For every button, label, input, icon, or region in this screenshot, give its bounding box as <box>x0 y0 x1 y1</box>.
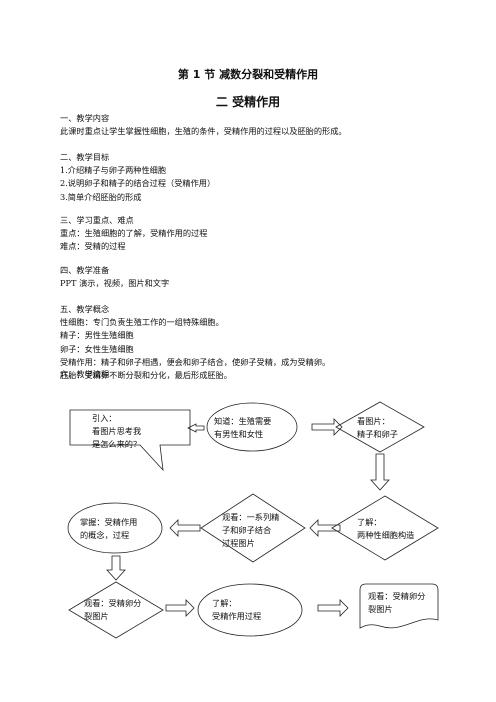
flow-node-watch-series-shape <box>200 493 306 563</box>
section-heading: 四、教学准备 <box>60 265 110 275</box>
flow-arrow <box>370 453 390 491</box>
section-goals: 二、教学目标 1.介绍精子与卵子两种性细胞 2.说明卵子和精子的结合过程（受精作… <box>60 151 460 204</box>
flow-arrow <box>309 519 341 537</box>
chapter-title: 第 1 节 减数分裂和受精作用 <box>177 68 319 81</box>
section-preparation: 四、教学准备 PPT 演示，视频，图片和文字 <box>60 264 460 290</box>
section-line: 精子：男性生殖细胞 <box>60 330 134 341</box>
flow-arrow <box>311 418 343 436</box>
flow-node-watch-cleavage-shape <box>68 581 164 639</box>
section-line: 3.简单介绍胚胎的形成 <box>60 191 142 202</box>
section-title: 二 受精作用 <box>215 95 281 109</box>
section-heading: 六、教学流程 <box>60 369 110 379</box>
section-line: 受精作用：精子和卵子相遇，便会和卵子结合，使卵子受精，成为受精卵。 <box>60 356 331 367</box>
flow-arrow <box>187 423 205 433</box>
flow-node-understand-cells-shape <box>331 495 439 561</box>
flow-node-understand-fertilization: 了解： 受精作用过程 <box>212 598 261 621</box>
flow-arrow <box>317 599 349 617</box>
flow-node-pictures: 看图片： 精子和卵子 <box>357 416 398 439</box>
section-line: 性细胞：专门负责生殖工作的一组特殊细胞。 <box>60 317 224 328</box>
section-keypoints: 三、学习重点、难点 重点：生殖细胞的了解，受精作用的过程 难点：受精的过程 <box>60 214 460 254</box>
flow-node-pictures-shape <box>335 401 425 453</box>
section-line: 胚胎：受精卵不断分裂和分化，最后形成胚胎。 <box>60 370 232 381</box>
flow-node-watch-series: 观看：一系列精 子和卵子结合 过程图片 <box>222 512 282 548</box>
flow-node-master-shape <box>67 502 163 554</box>
section-heading: 五、教学概念 <box>60 304 110 314</box>
flow-node-watch-cleavage-2-shape <box>359 583 439 629</box>
section-line: 此课时重点让学生掌握性细胞，生殖的条件，受精作用的过程以及胚胎的形成。 <box>60 126 347 137</box>
section-flow: 六、教学流程 <box>60 368 460 381</box>
flow-node-understand-cells: 了解： 两种性细胞构造 <box>357 517 414 540</box>
flow-node-watch-cleavage: 观看：受精卵分 裂图片 <box>84 598 144 621</box>
flow-arrow <box>169 519 201 537</box>
section-heading: 二、教学目标 <box>60 152 110 162</box>
flow-node-intro-shape <box>69 409 191 472</box>
flow-arrow <box>165 599 195 617</box>
flow-node-master: 掌握：受精作用 的概念，过程 <box>80 517 140 540</box>
flow-node-intro: 引入： 看图片思考我 是怎么来的？ <box>92 413 144 449</box>
flow-node-know: 知道：生殖需要 有男性和女性 <box>214 416 274 439</box>
flow-node-watch-cleavage-2: 观看：受精卵分 裂图片 <box>368 591 428 614</box>
section-heading: 三、学习重点、难点 <box>60 215 134 225</box>
section-concepts: 五、教学概念 性细胞：专门负责生殖工作的一组特殊细胞。 精子：男性生殖细胞 卵子… <box>60 303 460 382</box>
section-line: PPT 演示，视频，图片和文字 <box>60 278 170 289</box>
section-line: 重点：生殖细胞的了解，受精作用的过程 <box>60 228 208 239</box>
flow-node-know-shape <box>206 402 298 452</box>
section-heading: 一、教学内容 <box>60 113 110 123</box>
section-line: 卵子：女性生殖细胞 <box>60 343 134 354</box>
section-line: 1.介绍精子与卵子两种性细胞 <box>60 165 167 176</box>
section-content: 一、教学内容 此课时重点让学生掌握性细胞，生殖的条件，受精作用的过程以及胚胎的形… <box>60 112 460 138</box>
section-line: 难点：受精的过程 <box>60 241 126 252</box>
flow-node-understand-fertilization-shape <box>197 583 303 637</box>
flow-arrow <box>106 555 126 581</box>
section-line: 2.说明卵子和精子的结合过程（受精作用） <box>60 178 216 189</box>
